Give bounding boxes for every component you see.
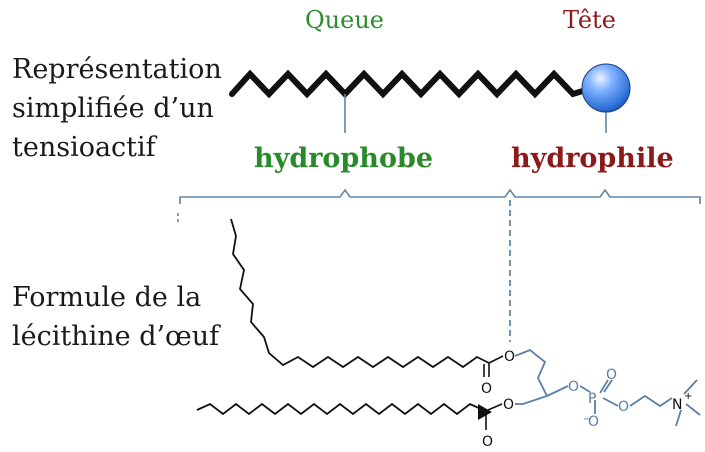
hydrophile-label: hydrophile xyxy=(511,143,674,174)
ester-oxygen-1: O xyxy=(504,349,515,365)
carbonyl-oxygen-1: O xyxy=(481,381,492,397)
ester-oxygen-2: O xyxy=(503,397,514,413)
queue-label: Queue xyxy=(305,6,384,34)
phosphorus-atom: P xyxy=(588,391,596,407)
ester-bond-2 xyxy=(487,403,503,411)
phosphate-oxygen-2: O xyxy=(606,367,617,383)
phosphate-oxygen-3: O xyxy=(588,414,599,430)
simplified-line-1: Représentation xyxy=(12,54,222,85)
lecithin-head-atoms: O P O O − O xyxy=(568,367,629,430)
simplified-representation-label: Représentation simplifiée d’un tensioact… xyxy=(12,50,222,167)
formula-line-2: lécithine d’œuf xyxy=(12,321,220,352)
carbonyl-oxygen-2: O xyxy=(482,434,493,450)
ester-bond-1 xyxy=(488,355,504,364)
lecithin-head-group xyxy=(514,348,701,427)
tete-label: Tête xyxy=(563,6,616,34)
phosphate-oxygen-1: O xyxy=(568,379,579,395)
stereo-wedge xyxy=(478,404,492,420)
formula-line-1: Formule de la xyxy=(12,282,202,313)
lecithin-formula-label: Formule de la lécithine d’œuf xyxy=(12,278,219,356)
surfactant-tail-zigzag xyxy=(229,69,589,99)
hydrophobe-label: hydrophobe xyxy=(254,143,434,174)
lecithin-chain-1 xyxy=(230,218,490,369)
lecithin-chain-2 xyxy=(196,402,484,416)
nitrogen-atom: N xyxy=(672,397,682,413)
region-bracket xyxy=(177,188,701,222)
simplified-line-2: simplifiée d’un xyxy=(12,93,214,124)
phosphate-minus: − xyxy=(583,414,591,425)
surfactant-head-sphere xyxy=(581,63,631,113)
simplified-line-3: tensioactif xyxy=(12,132,156,163)
phosphate-oxygen-4: O xyxy=(618,399,629,415)
nitrogen-plus: + xyxy=(684,391,692,402)
